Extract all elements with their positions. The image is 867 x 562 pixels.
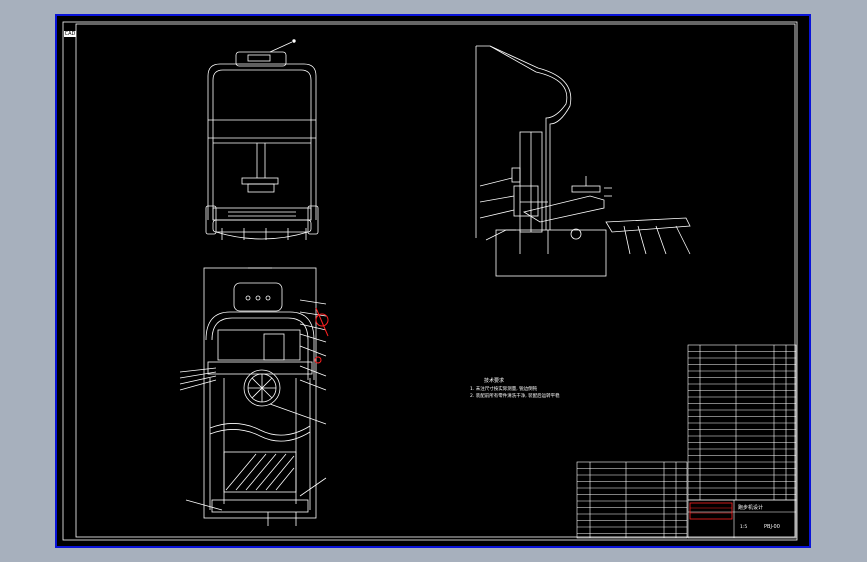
parts-list-right	[687, 344, 797, 501]
drawing-name: 跑步机设计	[738, 504, 763, 511]
notes-line-2: 2. 装配前所有零件清洗干净, 装配后运转平稳	[470, 392, 560, 399]
drawing-number: PBJ-00	[764, 524, 780, 530]
parts-list-right-rows	[688, 351, 796, 495]
side-view	[475, 45, 691, 277]
drawing-border	[62, 21, 798, 541]
technical-notes: 技术要求 1. 未注尺寸按实际测量, 锐边倒钝 2. 装配前所有零件清洗干净, …	[470, 377, 560, 399]
top-view	[179, 267, 327, 526]
notes-heading: 技术要求	[484, 377, 504, 384]
drawing-scale: 1:5	[740, 524, 747, 530]
drawing-viewport[interactable]	[55, 14, 811, 548]
front-view	[205, 39, 319, 240]
notes-line-1: 1. 未注尺寸按实际测量, 锐边倒钝	[470, 385, 538, 392]
top-view-red-marks	[314, 307, 329, 364]
viewport-tag[interactable]: CAD	[64, 31, 76, 37]
parts-list-left	[576, 461, 688, 539]
title-block: 跑步机设计 PBJ-00 1:5	[687, 499, 797, 539]
parts-list-left-rows	[577, 468, 687, 534]
